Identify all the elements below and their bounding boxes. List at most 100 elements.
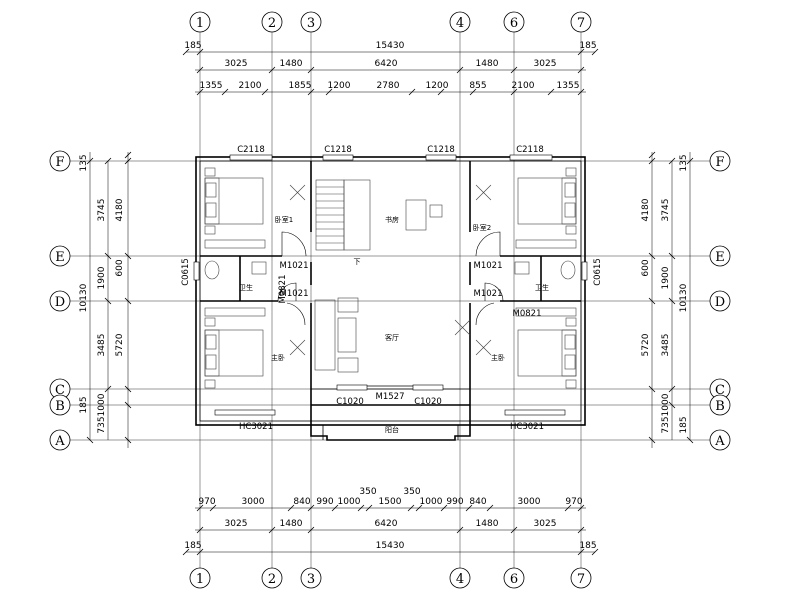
- right-row-dim-2: 600: [641, 259, 651, 276]
- window-c1020-left: C1020: [336, 397, 364, 407]
- exterior-walls: [195, 156, 586, 441]
- top-total-right-dim: 185: [579, 41, 596, 51]
- left-row-dim-2: 600: [115, 259, 125, 276]
- axis-bubble-left-E: E: [55, 250, 65, 265]
- windows: [193, 154, 588, 416]
- right-inner-dim-1: 3745: [661, 199, 671, 222]
- axis-bubble-top-4: 4: [456, 16, 464, 31]
- bottom-row2-dim-5: 3025: [534, 519, 557, 529]
- top-row2-dim-5: 3025: [534, 59, 557, 69]
- bottom-row1-dim-2: 3000: [242, 497, 265, 507]
- axis-bubble-top-6: 6: [510, 16, 518, 31]
- right-inner-dim-2: 1900: [661, 266, 671, 289]
- window-c1218-right: C1218: [427, 145, 455, 155]
- axis-bubble-top-3: 3: [307, 16, 315, 31]
- left-row-dim-3: 5720: [115, 333, 125, 356]
- top-row2-dim-4: 1480: [476, 59, 499, 69]
- top-dimension-chains: 185 15430 185 3025 1480 6420 1480 3025 1…: [182, 41, 599, 96]
- bottom-row1-dim-9: 840: [469, 497, 486, 507]
- bottom-total-right-dim: 185: [579, 541, 596, 551]
- left-inner-dim-2: 1900: [97, 266, 107, 289]
- door-m0821-left: M0821: [278, 275, 288, 304]
- bottom-total-left-dim: 185: [184, 541, 201, 551]
- top-total-mid-dim: 15430: [376, 41, 405, 51]
- room-balcony: 阳台: [385, 425, 399, 434]
- top-row3-dim-7: 855: [469, 81, 486, 91]
- bottom-row2-dim-4: 1480: [476, 519, 499, 529]
- left-dimension-chains: 135 10130 185 4180 600 5720 3745 1900 34…: [79, 151, 132, 448]
- bottom-row1-dim-3: 840: [293, 497, 310, 507]
- door-m1021-top-right: M1021: [474, 261, 503, 271]
- right-row-dim-1: 4180: [641, 198, 651, 221]
- axis-bubble-bottom-4: 4: [456, 572, 464, 587]
- right-dimension-chains: 4180 600 5720 3745 1900 3485 1000 735 13…: [641, 151, 694, 448]
- door-m1021-mid-left: M1021: [280, 289, 309, 299]
- window-c2118-left: C2118: [237, 145, 265, 155]
- door-m1527: M1527: [376, 392, 405, 402]
- bottom-row1-dim-4: 990: [316, 497, 333, 507]
- window-c0615-left: C0615: [181, 258, 191, 286]
- top-total-left-dim: 185: [184, 41, 201, 51]
- top-row3-dim-2: 2100: [239, 81, 262, 91]
- left-bottom-small-dim: 185: [79, 396, 89, 413]
- bottom-row1-dim-11: 970: [565, 497, 582, 507]
- room-living: 客厅: [385, 333, 399, 342]
- room-study: 书房: [385, 215, 399, 224]
- room-master-bedroom-left: 主卧: [271, 353, 285, 362]
- top-row2-dim-1: 3025: [225, 59, 248, 69]
- bottom-row1-dim-5: 1000: [338, 497, 361, 507]
- room-master-bedroom-right: 主卧: [491, 353, 505, 362]
- axis-bubble-bottom-1: 1: [196, 572, 204, 587]
- axis-bubble-left-D: D: [55, 295, 65, 310]
- interior-walls: [200, 161, 581, 421]
- right-inner-dim-5: 735: [661, 416, 671, 433]
- axis-bubble-bottom-2: 2: [268, 572, 276, 587]
- bottom-row1-dim-7: 1000: [420, 497, 443, 507]
- room-bedroom-2: 卧室2: [473, 223, 491, 232]
- right-axis-bubbles: F E D C B A: [709, 150, 731, 451]
- axis-bubble-left-C: C: [55, 383, 65, 398]
- bottom-row1-dim-8: 990: [446, 497, 463, 507]
- top-row3-dim-4: 1200: [328, 81, 351, 91]
- left-inner-dim-5: 735: [97, 416, 107, 433]
- bottom-total-mid-dim: 15430: [376, 541, 405, 551]
- axis-bubble-left-B: B: [55, 399, 65, 414]
- left-axis-bubbles: F E D C B A: [49, 150, 71, 451]
- axis-bubble-right-E: E: [715, 250, 725, 265]
- window-hc3021-right: HC3021: [510, 422, 544, 432]
- axis-bubble-bottom-7: 7: [577, 572, 585, 587]
- axis-bubble-top-1: 1: [196, 16, 204, 31]
- door-m1021-mid-right: M1021: [474, 289, 503, 299]
- axis-bubble-top-2: 2: [268, 16, 276, 31]
- top-row2-dim-2: 1480: [280, 59, 303, 69]
- axis-bubble-right-D: D: [715, 295, 725, 310]
- window-c1020-right: C1020: [414, 397, 442, 407]
- bottom-row1-dim-10: 3000: [518, 497, 541, 507]
- room-bath-left: 卫生: [239, 283, 253, 292]
- top-row3-dim-9: 1355: [557, 81, 580, 91]
- bottom-row1-dim-1: 970: [198, 497, 215, 507]
- top-row3-dim-3: 1855: [289, 81, 312, 91]
- bottom-small-dim-1: 350: [359, 487, 376, 497]
- room-bedroom-1: 卧室1: [275, 215, 293, 224]
- window-hc3021-left: HC3021: [239, 422, 273, 432]
- top-row2-dim-3: 6420: [375, 59, 398, 69]
- bottom-row1-dim-6: 1500: [379, 497, 402, 507]
- axis-bubble-bottom-6: 6: [510, 572, 518, 587]
- bottom-row2-dim-3: 6420: [375, 519, 398, 529]
- right-top-small-dim: 135: [679, 154, 689, 171]
- axis-bubble-right-C: C: [715, 383, 725, 398]
- bottom-axis-bubbles: 1 2 3 4 6 7: [189, 567, 592, 589]
- stair-down-label: 下: [354, 258, 361, 266]
- room-labels: 卧室1 卧室2 书房 卫生 卫生 客厅 主卧 主卧 阳台 下: [239, 215, 549, 434]
- bottom-small-dim-2: 350: [403, 487, 420, 497]
- top-row3-dim-6: 1200: [426, 81, 449, 91]
- top-row3-dim-5: 2780: [377, 81, 400, 91]
- top-row3-dim-1: 1355: [200, 81, 223, 91]
- door-labels: M1021 M1021 M0821 M1021 M1021 M0821 M152…: [278, 261, 541, 402]
- bottom-row2-dim-1: 3025: [225, 519, 248, 529]
- left-total-dim: 10130: [79, 283, 89, 312]
- axis-bubble-right-B: B: [715, 399, 725, 414]
- left-inner-dim-3: 3485: [97, 334, 107, 357]
